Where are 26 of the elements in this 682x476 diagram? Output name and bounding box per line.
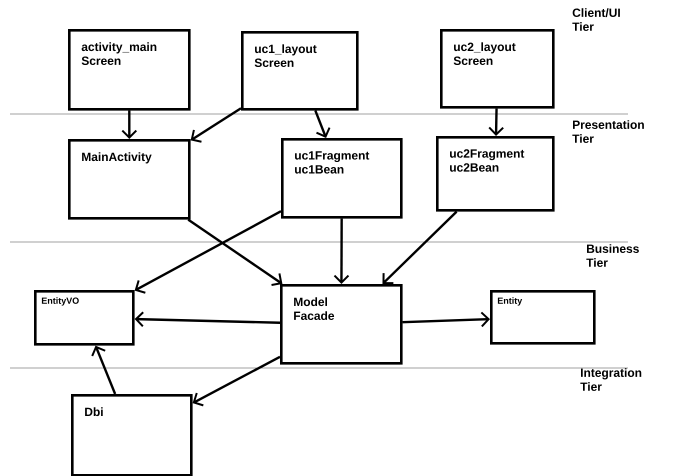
process-box: Dbi xyxy=(71,394,193,476)
arrow xyxy=(382,210,458,284)
process-box: uc1Fragment uc1Bean xyxy=(281,138,403,219)
arrow xyxy=(134,312,280,327)
tier-label: Integration Tier xyxy=(580,368,642,391)
arrow xyxy=(134,210,282,294)
process-box: EntityVO xyxy=(34,290,135,346)
process-box: MainActivity xyxy=(68,139,191,220)
arrow xyxy=(402,312,490,328)
arrow xyxy=(314,110,330,138)
process-box: Model Facade xyxy=(280,284,403,365)
process-box: uc2Fragment uc2Bean xyxy=(436,136,555,212)
arrow xyxy=(334,218,350,284)
arrow xyxy=(91,346,116,394)
process-box: uc1_layout Screen xyxy=(241,31,359,111)
tier-label: Presentation Tier xyxy=(572,120,644,143)
arrow xyxy=(190,107,242,143)
arrow xyxy=(192,356,281,406)
process-box: uc2_layout Screen xyxy=(440,29,555,109)
process-box: Entity xyxy=(490,290,596,345)
process-box: activity_main Screen xyxy=(68,29,191,111)
arrow xyxy=(122,110,138,139)
tier-label: Client/UI Tier xyxy=(572,8,620,31)
arrow xyxy=(188,218,282,286)
tier-label: Business Tier xyxy=(586,244,639,267)
arrow xyxy=(488,108,504,136)
